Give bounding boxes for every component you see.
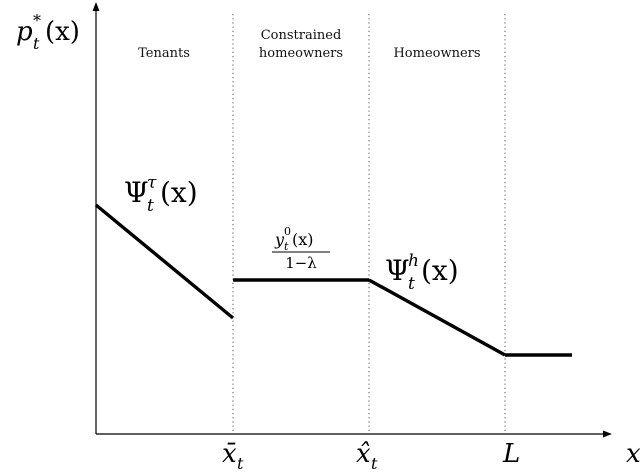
svg-text:*: * <box>33 11 41 30</box>
svg-text:y: y <box>274 230 285 249</box>
svg-text:p: p <box>16 17 33 47</box>
region-label-constrained-line2: homeowners <box>259 46 343 61</box>
region-label-tenants: Tenants <box>138 46 190 61</box>
svg-text:0: 0 <box>284 225 291 238</box>
svg-text:t: t <box>147 196 154 216</box>
tenant-segment <box>94 203 235 320</box>
tick-label-xhat: x̂ t <box>356 439 378 473</box>
svg-text:t: t <box>371 454 378 473</box>
x-axis-label: x <box>626 439 640 469</box>
svg-text:(x): (x) <box>45 17 80 47</box>
svg-text:t: t <box>33 34 40 53</box>
homeowner-curve-label: Ψ h t (x) <box>385 251 459 294</box>
svg-text:t: t <box>408 274 415 294</box>
svg-text:1−λ: 1−λ <box>285 254 317 272</box>
svg-text:h: h <box>408 251 419 271</box>
region-label-constrained-line1: Constrained <box>261 28 342 43</box>
svg-text:t: t <box>284 240 289 253</box>
svg-text:(x): (x) <box>160 176 198 209</box>
svg-text:(x): (x) <box>421 254 459 287</box>
svg-text:Ψ: Ψ <box>385 254 410 287</box>
svg-text:x̂: x̂ <box>356 439 371 469</box>
tenant-curve-label: Ψ τ t (x) <box>124 173 198 216</box>
region-label-homeowners: Homeowners <box>393 46 480 61</box>
homeowner-segment <box>368 278 506 357</box>
svg-text:τ: τ <box>147 173 157 193</box>
svg-text:Ψ: Ψ <box>124 176 149 209</box>
tick-label-L: L <box>502 439 520 469</box>
svg-text:x̄: x̄ <box>222 439 237 469</box>
y-axis-arrowhead <box>92 2 100 11</box>
y-axis-label: p * t (x) <box>16 11 80 53</box>
constrained-curve-label: y 0 t (x) 1−λ <box>272 225 330 272</box>
svg-text:(x): (x) <box>292 230 314 249</box>
tick-label-xbar: x̄ t <box>222 439 244 473</box>
x-axis-arrowhead <box>603 430 612 438</box>
svg-text:t: t <box>237 454 244 473</box>
